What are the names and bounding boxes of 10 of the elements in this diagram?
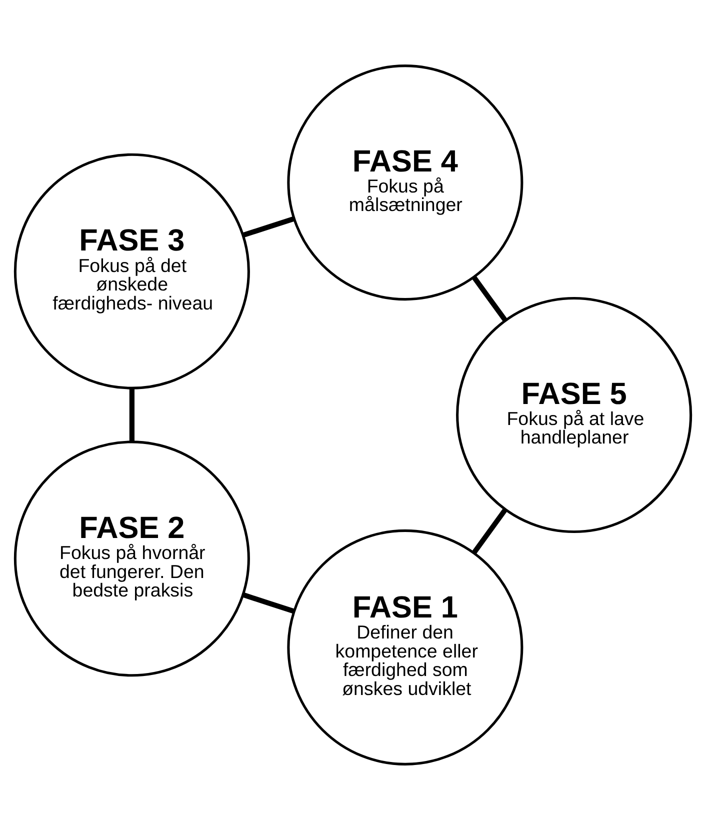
node-circle: FASE 2 Fokus på hvornår det fungerer. Den bedste praksis	[14, 440, 250, 677]
connector	[242, 216, 295, 238]
connector	[472, 276, 508, 322]
node-circle: FASE 4 Fokus på målsætninger	[287, 64, 524, 301]
node-circle: FASE 1 Definer den kompetence eller færdighed som ønskes udviklet	[287, 529, 524, 766]
node-circle: FASE 3 Fokus på det ønskede færdigheds- niveau	[14, 153, 250, 390]
connector	[472, 508, 508, 554]
connector	[129, 388, 134, 442]
node-circle: FASE 5 Fokus på at lave handleplaner	[456, 296, 692, 534]
connector	[242, 592, 295, 614]
